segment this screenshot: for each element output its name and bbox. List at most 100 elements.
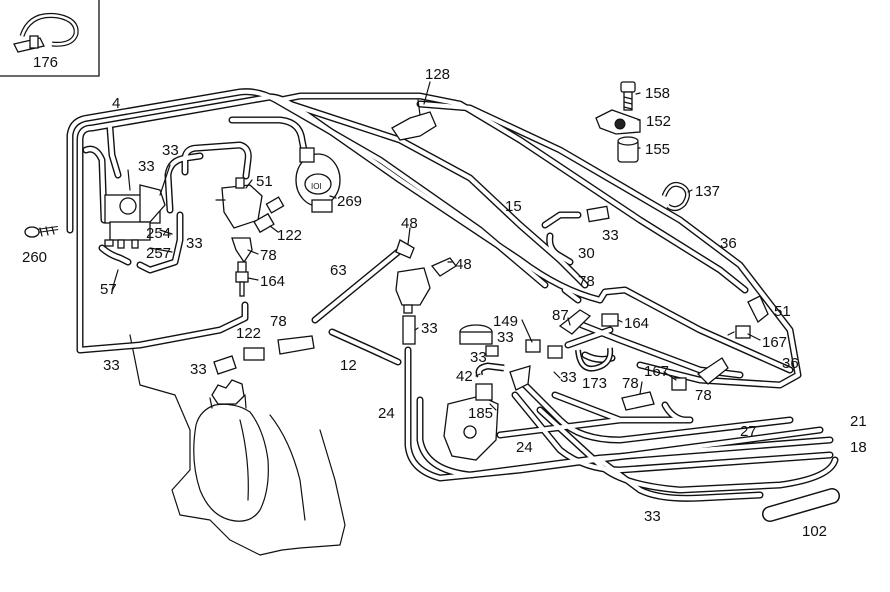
callout-63: 63: [330, 262, 347, 279]
callout-33-d: 33: [602, 227, 619, 244]
callout-36-a: 36: [720, 235, 737, 252]
callout-36-b: 36: [782, 355, 799, 372]
callout-173: 173: [582, 375, 607, 392]
vacuum-line-bore: [137, 212, 183, 273]
callout-155: 155: [645, 141, 670, 158]
tube-fills: [67, 89, 838, 501]
callout-42: 42: [456, 368, 473, 385]
vacuum-line-bore: [277, 93, 748, 293]
vacuum-line-bore: [405, 347, 823, 481]
clamp-128: [391, 99, 437, 141]
callout-137: 137: [695, 183, 720, 200]
vacuum-line-bore: [67, 89, 548, 288]
callout-33-c: 33: [186, 235, 203, 252]
fitting-164a: [235, 271, 249, 297]
vacuum-line-bore: [597, 457, 763, 501]
callout-78-e: 78: [695, 387, 712, 404]
tee-78a: [231, 237, 253, 275]
callout-15: 15: [505, 198, 522, 215]
vacuum-valve-254: [104, 184, 166, 249]
callout-18: 18: [850, 439, 867, 456]
elbow-33e: [213, 355, 237, 375]
vacuum-line-bore: [287, 101, 588, 288]
cable-tie-icon: [13, 12, 79, 53]
vacuum-line-bore: [512, 392, 833, 473]
callout-27: 27: [740, 423, 757, 440]
callout-128: 128: [425, 66, 450, 83]
callout-30: 30: [578, 245, 595, 262]
callout-122-b: 122: [236, 325, 261, 342]
callout-149: 149: [493, 313, 518, 330]
vacuum-line-bore: [517, 377, 793, 443]
callout-167-b: 167: [644, 363, 669, 380]
elbow-78d: [621, 391, 655, 411]
callout-167-a: 167: [762, 334, 787, 351]
check-valve-122a: [253, 196, 285, 234]
vacuum-line-bore: [552, 392, 693, 423]
tee-78c: [277, 335, 315, 355]
callout-185: 185: [468, 405, 493, 422]
vacuum-line-bore: [417, 397, 833, 478]
sleeve-155: [617, 136, 639, 163]
callout-57: 57: [100, 281, 117, 298]
check-valve-149: [509, 339, 563, 391]
vacuum-line-bore: [565, 327, 613, 348]
callout-164-b: 164: [624, 315, 649, 332]
vacuum-line-bore: [83, 147, 107, 223]
vacuum-line-bore: [662, 402, 687, 423]
callout-48-b: 48: [455, 256, 472, 273]
inset-panel: 176: [0, 0, 100, 77]
callout-158: 158: [645, 85, 670, 102]
callout-33-h: 33: [103, 357, 120, 374]
vacuum-line-bore: [229, 117, 307, 153]
fitting-167a: [727, 325, 751, 339]
inset-label: 176: [33, 54, 58, 71]
callout-78-b: 78: [578, 273, 595, 290]
callout-33-j: 33: [560, 369, 577, 386]
diaphragm-valve-269: IOI: [295, 147, 341, 213]
screw-260: [24, 226, 59, 238]
vacuum-line-bore: [182, 142, 251, 179]
hose-173: [575, 347, 614, 372]
callout-102: 102: [802, 523, 827, 540]
vacuum-line-network: [66, 88, 839, 502]
callout-257: 257: [146, 245, 171, 262]
callout-12: 12: [340, 357, 357, 374]
leader-lines: [111, 81, 761, 411]
clip-137: [661, 181, 690, 212]
callout-269: 269: [337, 193, 362, 210]
fitting-164b: [601, 313, 619, 327]
engine-outline: [129, 334, 346, 556]
vacuum-line: [76, 301, 249, 354]
callout-78-d: 78: [622, 375, 639, 392]
vacuum-line-bore: [417, 101, 801, 388]
callout-labels: 4 128 158 152 155 137 33 33 51 269 15 26…: [22, 66, 867, 540]
valve-marking: IOI: [311, 182, 322, 191]
junction-87: [558, 309, 592, 335]
callout-122-a: 122: [277, 227, 302, 244]
callout-33-e: 33: [190, 361, 207, 378]
hose-102: [762, 488, 840, 522]
vacuum-line-bore: [547, 233, 573, 265]
callout-254: 254: [146, 225, 171, 242]
callout-33-g: 33: [470, 349, 487, 366]
callout-24-b: 24: [516, 439, 533, 456]
callout-51-b: 51: [774, 303, 791, 320]
vacuum-line-bore: [165, 153, 203, 213]
callout-78-a: 78: [260, 247, 277, 264]
clamp-152: [595, 109, 641, 135]
vacuum-line-bore: [597, 287, 793, 373]
fitting-167b: [671, 377, 687, 391]
vacuum-line-bore: [99, 245, 131, 265]
callout-51-a: 51: [256, 173, 273, 190]
vacuum-line-bore: [497, 417, 623, 438]
vacuum-line-bore: [562, 287, 581, 303]
callout-87: 87: [552, 307, 569, 324]
hose-30: [586, 205, 610, 223]
screw-158: [620, 81, 636, 111]
vacuum-line-bore: [77, 94, 603, 353]
callout-24-a: 24: [378, 405, 395, 422]
check-valve-122b: [243, 347, 265, 361]
callout-21: 21: [850, 413, 867, 430]
